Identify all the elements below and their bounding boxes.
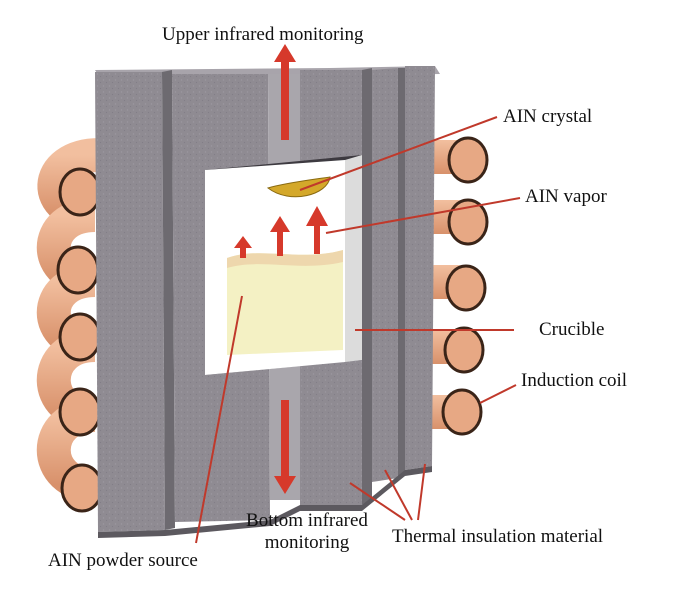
label-upper-ir: Upper infrared monitoring (162, 24, 364, 45)
induction-coil-left (36, 138, 104, 513)
insulation-slab (372, 68, 398, 482)
coil-end (447, 136, 489, 184)
label-aln-crystal: AIN crystal (503, 106, 593, 127)
insulation-slab-side (162, 70, 175, 530)
insulation-bottom-edge (98, 466, 432, 538)
monitoring-arrows (274, 44, 296, 494)
vapor-arrow (270, 216, 290, 256)
coil-end (447, 198, 489, 246)
vapor-arrow (234, 236, 252, 258)
insulation-slab-side (398, 68, 405, 478)
insulation-slab (405, 66, 435, 470)
furnace-cavity (205, 155, 362, 375)
aln-crystal (266, 176, 331, 198)
insulation-slab (95, 72, 165, 532)
label-bottom-ir-line2: monitoring (264, 532, 350, 553)
label-bottom-ir-line1: Bottom infrared (246, 510, 368, 531)
coil-end (441, 388, 483, 436)
leader-insulation (349, 482, 406, 521)
leader-crystal (299, 116, 498, 191)
label-aln-vapor: AIN vapor (525, 186, 607, 207)
insulation-slab-side (362, 68, 372, 505)
vapor-arrow (306, 206, 328, 254)
label-induction-coil: Induction coil (521, 370, 628, 391)
leader-coil (479, 384, 517, 404)
leader-vapor (325, 197, 521, 234)
upper-monitoring-arrow (274, 44, 296, 140)
coil-end (58, 167, 102, 217)
aln-powder-source (227, 250, 343, 355)
leader-insulation (384, 469, 413, 521)
label-bottom-ir: Bottom infrared monitoring (222, 510, 392, 554)
label-powder-source: AIN powder source (48, 550, 198, 571)
coil-end (58, 312, 102, 362)
crucible-side (345, 155, 362, 362)
coil-end (58, 387, 102, 437)
coil-end (60, 463, 104, 513)
leader-insulation (417, 463, 426, 521)
coil-end (445, 264, 487, 312)
label-crucible: Crucible (539, 319, 605, 340)
label-thermal-insulation: Thermal insulation material (392, 526, 604, 547)
bottom-monitoring-arrow (274, 400, 296, 494)
powder-surface (227, 250, 343, 268)
leader-powder (195, 295, 243, 544)
coil-end (443, 326, 485, 374)
coil-end (56, 245, 100, 295)
leader-lines (195, 116, 521, 544)
